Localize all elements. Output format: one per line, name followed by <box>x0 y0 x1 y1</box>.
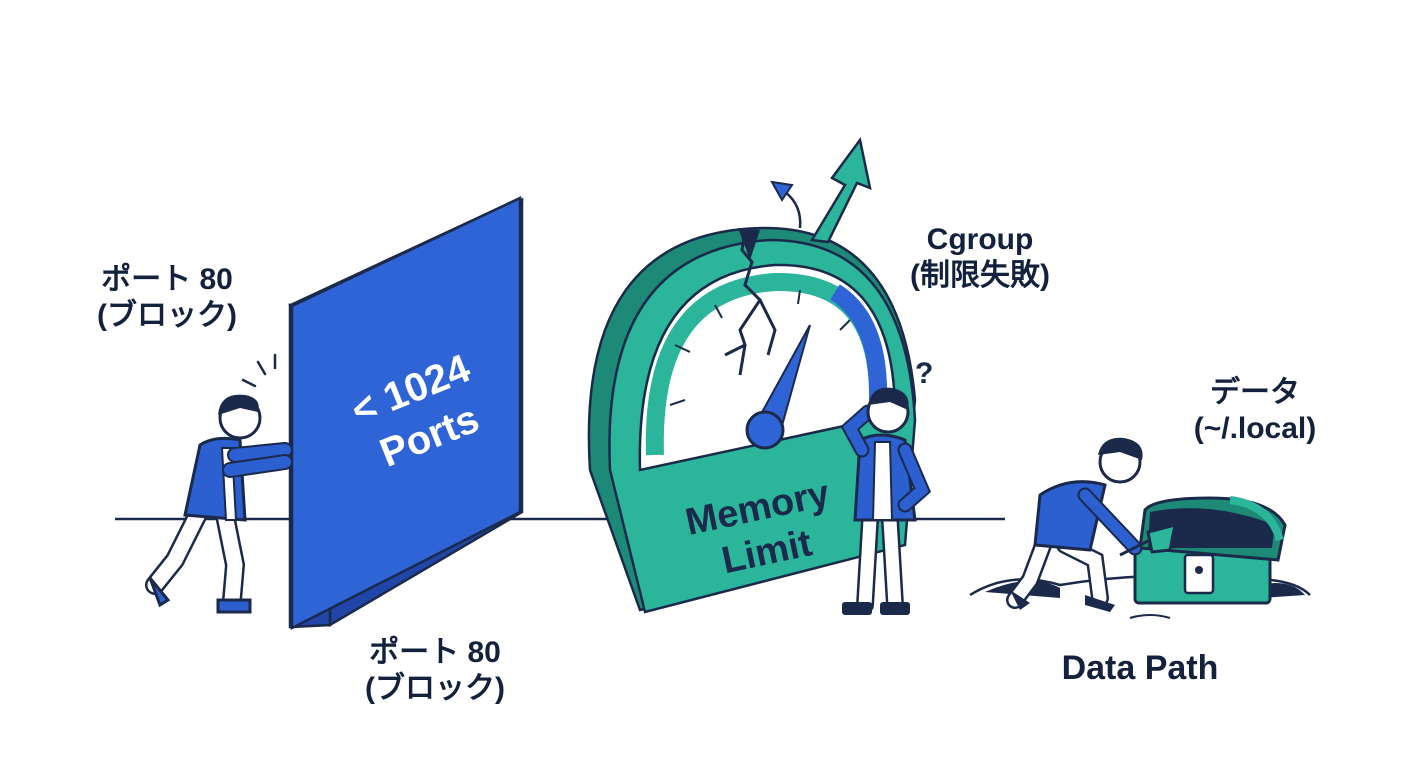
port-label-left-line2: (ブロック) <box>97 299 237 332</box>
small-arrow-icon <box>770 180 794 202</box>
overflow-arrows <box>770 137 872 244</box>
wall-front-main <box>290 196 522 631</box>
ports-wall: < 1024 Ports <box>288 196 524 631</box>
big-teal-arrow-icon <box>809 137 872 244</box>
pushing-person <box>145 353 293 614</box>
data-label-line1: データ <box>1210 376 1300 409</box>
port-label-bottom: ポート 80 (ブロック) <box>350 635 520 707</box>
cgroup-label: Cgroup (制限失敗) <box>895 222 1065 294</box>
emphasis-lines <box>241 353 277 388</box>
gauge-needle-hub <box>745 410 785 450</box>
port-label-left-line1: ポート 80 <box>101 263 233 296</box>
gauge-ticks <box>669 289 851 406</box>
chest-lock-icon <box>1195 566 1203 574</box>
gauge-crack <box>724 227 777 376</box>
port-label-left: ポート 80 (ブロック) <box>82 262 252 334</box>
cgroup-label-line1: Cgroup <box>926 223 1034 256</box>
question-mark: ? <box>915 357 933 390</box>
data-label: データ (~/.local) <box>1175 375 1335 447</box>
pusher-shoe-back <box>148 577 171 608</box>
small-arrow-stroke <box>784 191 802 229</box>
data-path-label: Data Path <box>1061 649 1219 687</box>
port-label-bottom-line1: ポート 80 <box>369 636 501 669</box>
pusher-hair <box>218 394 259 415</box>
port-label-bottom-line2: (ブロック) <box>365 672 505 705</box>
cgroup-label-line2: (制限失敗) <box>910 259 1050 292</box>
pusher-shoe-front <box>216 598 252 614</box>
data-label-line2: (~/.local) <box>1193 412 1317 445</box>
confused-person: ? <box>840 357 933 615</box>
shovel-icon <box>1119 522 1177 557</box>
data-path-scene <box>969 437 1311 619</box>
memory-gauge: Memory Limit <box>587 226 917 614</box>
gauge-arc-high <box>829 284 888 401</box>
